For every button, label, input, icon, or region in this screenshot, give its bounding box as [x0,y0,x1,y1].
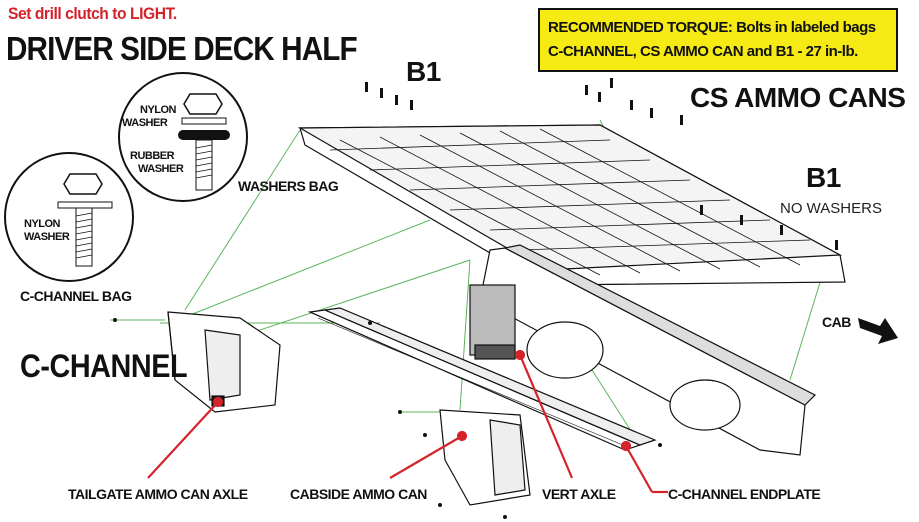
red-leaders [147,349,668,494]
c-channel-rail [307,307,657,451]
torque-line2: C-CHANNEL, CS AMMO CAN and B1 - 27 in-lb… [548,43,858,60]
no-washers-label: NO WASHERS [780,200,882,217]
cabside-ammo-can [439,409,531,506]
cs-ammo-can-body [469,244,817,456]
tailgate-axle-label: TAILGATE AMMO CAN AXLE [68,486,248,502]
washers-bag-label: WASHERS BAG [238,178,339,194]
clutch-note: Set drill clutch to LIGHT. [8,4,177,23]
tailgate-ammo-can [167,311,281,413]
torque-heading: RECOMMENDED TORQUE: [548,19,733,36]
cs-ammo-cans-label: CS AMMO CANS [690,82,906,113]
c-channel-endplate-label: C-CHANNEL ENDPLATE [668,486,821,502]
torque-callout: RECOMMENDED TORQUE: Bolts in labeled bag… [538,8,898,72]
cab-label: CAB [822,314,851,330]
vert-axle-label: VERT AXLE [542,486,616,502]
cab-arrow-icon [858,318,898,344]
c-channel-bag-detail [4,152,134,282]
b1-top-label: B1 [406,56,441,87]
c-channel-label: C-CHANNEL [20,348,188,384]
washer-bolt-icon [178,93,230,191]
deck-tray [297,124,846,286]
b1-right-label: B1 [806,162,841,193]
torque-line1: Bolts in labeled bags [732,19,876,36]
washers-bag-detail [118,72,248,202]
c-channel-bag-label: C-CHANNEL BAG [20,288,132,304]
cchannel-bolt-icon [57,173,113,267]
scattered-bolts [113,78,838,519]
cabside-can-label: CABSIDE AMMO CAN [290,486,427,502]
page-title: DRIVER SIDE DECK HALF [6,30,358,67]
